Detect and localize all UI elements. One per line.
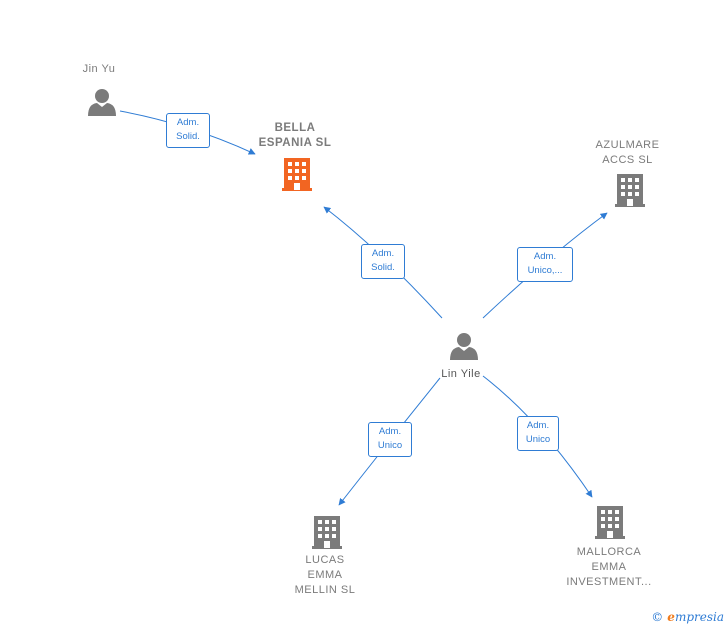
- brand-name: mpresia: [674, 610, 724, 624]
- empresia-logo: ©empresia: [651, 610, 724, 624]
- edge-label-lin-lucas: Adm. Unico: [368, 422, 412, 457]
- node-label-bella-espania[interactable]: BELLA ESPANIA SL: [258, 122, 332, 149]
- person-icon[interactable]: [88, 89, 116, 116]
- copyright-icon: ©: [651, 610, 664, 624]
- person-icon[interactable]: [450, 333, 478, 360]
- edge-label-lin-azulmare: Adm. Unico,...: [517, 247, 573, 282]
- node-label-lin-yile[interactable]: Lin Yile: [441, 368, 481, 380]
- edge-label-lin-bella: Adm. Solid.: [361, 244, 405, 279]
- node-label-lucas-emma[interactable]: LUCAS EMMA MELLIN SL: [294, 554, 356, 596]
- node-label-mallorca-emma[interactable]: MALLORCA EMMA INVESTMENT...: [566, 546, 652, 588]
- building-icon[interactable]: [595, 506, 625, 539]
- node-label-azulmare[interactable]: AZULMARE ACCS SL: [595, 139, 660, 166]
- building-icon[interactable]: [282, 158, 312, 191]
- edge-label-jin-bella: Adm. Solid.: [166, 113, 210, 148]
- building-icon[interactable]: [615, 174, 645, 207]
- brand-initial: e: [667, 610, 675, 624]
- building-icon[interactable]: [312, 516, 342, 549]
- node-label-jin-yu[interactable]: Jin Yu: [82, 63, 116, 75]
- edge-label-lin-mallorca: Adm. Unico: [517, 416, 559, 451]
